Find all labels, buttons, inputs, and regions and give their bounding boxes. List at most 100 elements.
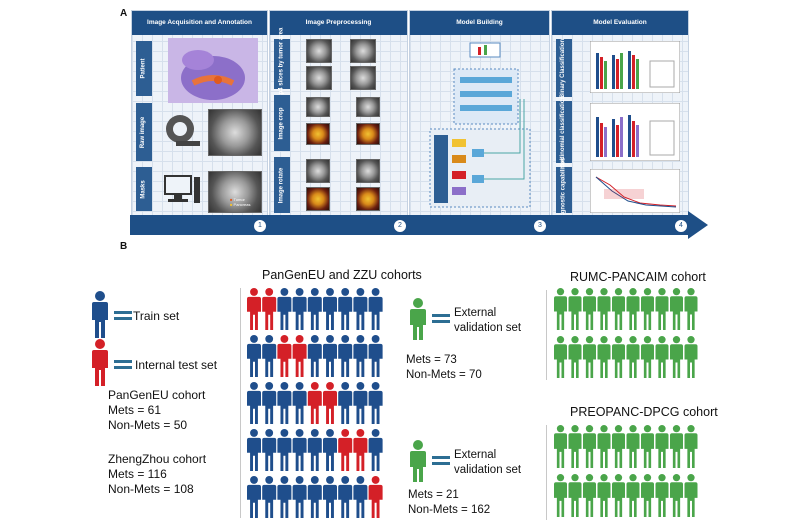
external-validation-person <box>670 336 683 378</box>
train-person <box>307 288 322 330</box>
rumc-cohort-stats: Mets = 73 Non-Mets = 70 <box>406 354 482 381</box>
row-label-multinomial-classification: multinomial classification <box>556 95 572 169</box>
ct-slice <box>350 39 376 63</box>
equals-icon <box>432 314 450 317</box>
equals-icon <box>432 320 450 323</box>
train-person <box>338 335 353 377</box>
equals-icon <box>114 360 132 363</box>
row-label-masks: Masks <box>136 167 152 211</box>
stage-image-acquisition: Image Acquisition and Annotation Patient… <box>131 10 268 217</box>
external-validation-person <box>554 288 567 330</box>
preopanc-person-grid <box>554 425 698 517</box>
network-architecture-diagram <box>429 42 531 208</box>
ct-slice <box>306 66 332 90</box>
external-validation-person <box>684 288 698 330</box>
ct-scanner-icon <box>166 115 200 146</box>
train-person <box>338 382 353 424</box>
stage-title: Image Preprocessing <box>270 11 407 35</box>
step-marker-1: 1 <box>253 219 267 233</box>
zhengzhou-cohort-stats: ZhengZhou cohort Mets = 116 Non-Mets = 1… <box>108 452 207 496</box>
train-person <box>247 335 261 377</box>
step-marker-4: 4 <box>674 219 688 233</box>
external-validation-person <box>568 336 582 378</box>
internal-test-person <box>353 429 368 471</box>
train-person <box>247 476 261 518</box>
train-person <box>323 288 337 330</box>
external-validation-person <box>583 425 596 468</box>
train-person <box>247 382 261 424</box>
external-validation-person <box>684 474 698 517</box>
ct-crop <box>306 97 330 117</box>
external-validation-person <box>670 425 683 468</box>
external-validation-person <box>641 288 654 330</box>
external-validation-person <box>655 474 669 517</box>
internal-test-person <box>292 335 307 377</box>
train-person <box>292 429 307 471</box>
train-person <box>277 288 292 330</box>
stage-title: Model Evaluation <box>552 11 688 35</box>
external-validation-person <box>655 288 669 330</box>
external-validation-person <box>583 288 596 330</box>
ct-slice <box>306 39 332 63</box>
external-validation-person <box>583 336 596 378</box>
external-validation-person <box>568 474 582 517</box>
mask-rotate <box>306 187 330 211</box>
external-validation-person <box>626 288 640 330</box>
train-person <box>262 429 277 471</box>
external-person-icon <box>410 298 426 340</box>
internal-test-person <box>262 288 277 330</box>
row-label-image-crop: Image crop <box>274 95 290 151</box>
equals-icon <box>114 366 132 369</box>
external-validation-person <box>597 336 611 378</box>
mask-crop <box>306 123 330 145</box>
mask-crop <box>356 123 380 145</box>
pipeline-timeline-arrow <box>130 211 708 239</box>
preopanc-cohort-title: PREOPANC-DPCG cohort <box>570 405 718 419</box>
external-person-icon <box>410 440 426 482</box>
external-validation-person <box>670 288 683 330</box>
external-validation-person <box>612 425 625 468</box>
external-validation-person <box>684 425 698 468</box>
train-person <box>368 382 383 424</box>
train-person <box>307 335 322 377</box>
external-validation-person <box>655 336 669 378</box>
train-person <box>353 382 368 424</box>
legend-train-label: Train set <box>133 309 180 323</box>
train-person <box>277 382 292 424</box>
external-validation-person <box>612 474 625 517</box>
rumc-external-label: External validation set <box>454 307 522 334</box>
external-validation-person <box>568 288 582 330</box>
train-person <box>353 476 368 518</box>
rumc-person-grid <box>554 288 698 378</box>
internal-test-person <box>323 382 337 424</box>
divider <box>546 290 547 380</box>
external-validation-person <box>684 336 698 378</box>
train-person <box>277 429 292 471</box>
stage-model-evaluation: Model Evaluation Binary Classification m… <box>551 10 689 223</box>
train-person <box>262 382 277 424</box>
internal-test-person <box>247 288 261 330</box>
internal-test-person <box>368 476 383 518</box>
internal-test-person-icon <box>92 339 108 386</box>
external-validation-person <box>626 425 640 468</box>
external-validation-person <box>554 425 567 468</box>
internal-test-person <box>307 382 322 424</box>
external-validation-person <box>612 288 625 330</box>
train-person <box>307 476 322 518</box>
train-person <box>338 288 353 330</box>
external-validation-person <box>597 288 611 330</box>
internal-test-person <box>277 335 292 377</box>
panel-a-label: A <box>120 8 128 19</box>
external-validation-person <box>554 336 567 378</box>
train-person <box>292 382 307 424</box>
external-validation-person <box>626 336 640 378</box>
external-validation-person <box>568 425 582 468</box>
equals-icon <box>432 456 450 459</box>
divider <box>546 425 547 520</box>
patient-anatomy-image <box>168 38 258 103</box>
train-person <box>262 476 277 518</box>
external-validation-person <box>612 336 625 378</box>
train-person <box>307 429 322 471</box>
train-person <box>262 335 277 377</box>
equals-icon <box>432 462 450 465</box>
